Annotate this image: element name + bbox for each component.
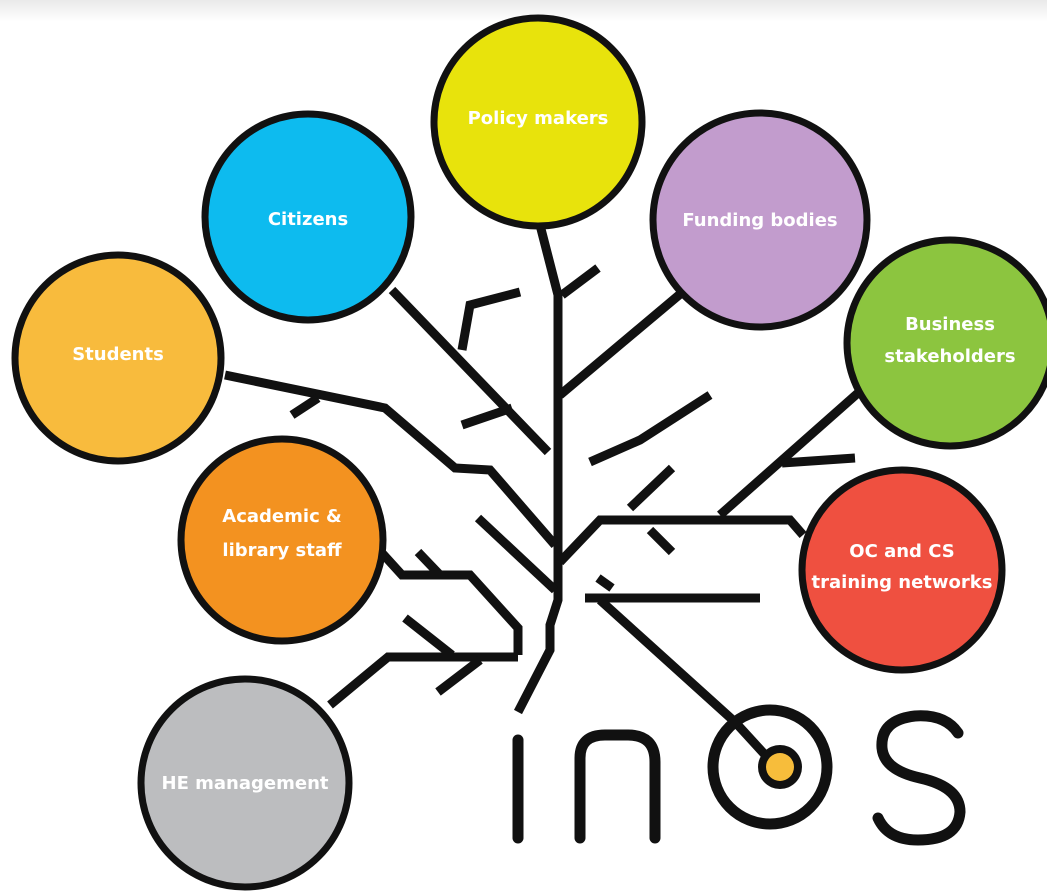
inos-logo [512, 704, 966, 846]
twig-mid-left [460, 403, 514, 430]
logo-letter-s [872, 710, 966, 846]
students-label: Students [72, 344, 164, 365]
twig-diagonal-left [474, 514, 559, 594]
citizens-label: Citizens [268, 209, 348, 230]
business-stakeholders-label: Business [905, 314, 995, 335]
node-funding-bodies: Funding bodies [649, 109, 871, 331]
business-stakeholders-circle [843, 236, 1047, 450]
academic-twig [414, 548, 444, 579]
citizens-twig [457, 287, 522, 351]
twig-lower-left [402, 614, 455, 659]
twig-right-short [626, 464, 676, 512]
academic-branch [378, 549, 523, 655]
node-he-management: HE management [137, 675, 353, 891]
he-management-label: HE management [162, 773, 329, 794]
he-twig [435, 656, 483, 696]
logo-letter-o [707, 704, 833, 830]
logo-letter-n [574, 729, 661, 844]
policy-makers-circle [430, 14, 646, 230]
node-business-stakeholders: Business stakeholders [843, 236, 1047, 450]
node-policy-makers: Policy makers [430, 14, 646, 230]
funding-bodies-label: Funding bodies [682, 210, 837, 231]
twig-lower-right-small [595, 574, 615, 592]
business-stakeholders-label-line-2: stakeholders [884, 346, 1015, 367]
policy-makers-label: Policy makers [468, 108, 609, 129]
business-branch [717, 389, 861, 519]
node-students: Students [11, 251, 225, 465]
academic-library-staff-label-line-2: library staff [222, 540, 342, 561]
twig-mid-right [588, 391, 713, 467]
node-academic-library-staff: Academic & library staff [177, 435, 387, 645]
business-twig [781, 453, 856, 468]
oc-cs-twig [646, 526, 676, 556]
logo-accent-dot [766, 753, 794, 781]
students-branch [224, 370, 559, 548]
node-citizens: Citizens [201, 110, 415, 324]
funding-branch [557, 286, 688, 399]
oc-cs-branch [556, 515, 807, 566]
citizens-circle [201, 110, 415, 324]
node-oc-cs-training-networks: OC and CS training networks [798, 466, 1006, 674]
he-management-circle [137, 675, 353, 891]
students-circle [11, 251, 225, 465]
students-twig [289, 394, 321, 419]
academic-library-staff-label: Academic & [222, 506, 341, 527]
oc-cs-training-networks-label-line-2: training networks [812, 572, 993, 593]
he-branch [327, 652, 518, 709]
trunk-branch [514, 223, 563, 715]
academic-library-staff-circle [177, 435, 387, 645]
funding-bodies-circle [649, 109, 871, 331]
oc-cs-training-networks-label: OC and CS [849, 541, 954, 562]
twig-upper-right [559, 264, 601, 299]
citizens-branch [388, 286, 552, 456]
oc-cs-training-networks-circle [798, 466, 1006, 674]
